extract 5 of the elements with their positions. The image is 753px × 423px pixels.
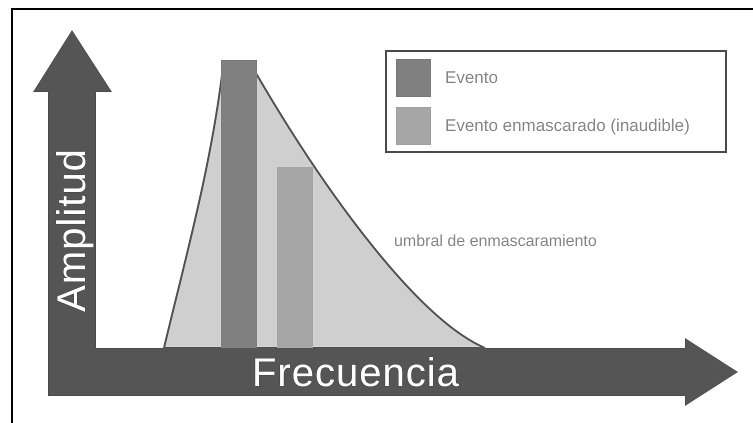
axis-label: Amplitud: [52, 148, 92, 312]
axis-label: Frecuencia: [252, 353, 460, 393]
legend-text: Evento: [445, 68, 498, 88]
legend-text: Evento enmascarado (inaudible): [445, 116, 690, 136]
threshold-label: umbral de enmascaramiento: [394, 233, 597, 251]
